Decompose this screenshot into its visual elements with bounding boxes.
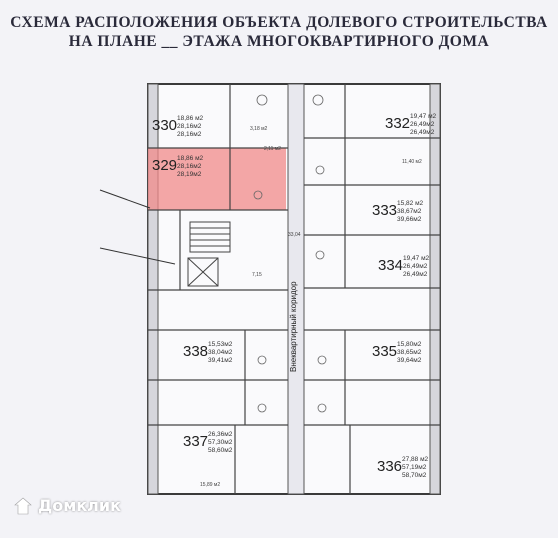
corridor-label: Внеквартирный коридор [289,281,298,372]
misc-label-5: 2,11 м2 [264,146,281,152]
misc-label-2: 7,15 [252,272,262,278]
watermark-text: Домклик [38,496,121,515]
apartment-number: 332 [385,115,410,132]
plan-title-line2: НА ПЛАНЕ __ ЭТАЖА МНОГОКВАРТИРНОГО ДОМА [68,33,490,50]
apartment-area: 39,66м2 [397,216,422,223]
domclick-logo-icon [14,497,32,514]
apartment-area: 28,16м2 [177,131,202,138]
apartment-area: 26,49м2 [410,121,435,128]
apartment-area: 28,16м2 [177,123,202,130]
apartment-area: 39,41м2 [208,357,233,364]
apartment-area: 26,49м2 [403,263,428,270]
apartment-area: 38,04м2 [208,349,233,356]
misc-label-6: 15,89 м2 [200,482,220,488]
apartment-area: 28,16м2 [177,163,202,170]
misc-label-1: 33,04 [288,232,301,238]
apartment-area: 28,19м2 [177,171,202,178]
apartment-329-highlight [148,148,286,210]
apartment-number: 337 [183,433,208,450]
misc-label-3: 11,40 м2 [402,159,422,165]
apartment-area: 57,30м2 [208,439,233,446]
apartment-number: 336 [377,458,402,475]
apartment-area: 26,49м2 [410,129,435,136]
apartment-area: 18,86 м2 [177,155,204,162]
apartment-area: 58,60м2 [208,447,233,454]
apartment-number: 333 [372,202,397,219]
apartment-area: 38,67м2 [397,208,422,215]
apartment-number: 335 [372,343,397,360]
apartment-number: 338 [183,343,208,360]
apartment-number: 334 [378,257,403,274]
apartment-area: 38,65м2 [397,349,422,356]
apartment-number: 330 [152,117,177,134]
apartment-area: 39,64м2 [397,357,422,364]
watermark: Домклик [14,496,121,515]
apartment-area: 58,70м2 [402,472,427,479]
apartment-area: 57,19м2 [402,464,427,471]
misc-label-4: 3,18 м2 [250,126,268,132]
apartment-area: 15,80м2 [397,341,422,348]
apartment-area: 19,47 м2 [410,113,437,120]
apartment-area: 26,36м2 [208,431,233,438]
plan-title-line1: СХЕМА РАСПОЛОЖЕНИЯ ОБЪЕКТА ДОЛЕВОГО СТРО… [10,14,548,31]
apartment-number: 329 [152,157,177,174]
apartment-area: 19,47 м2 [403,255,430,262]
apartment-area: 15,82 м2 [397,200,424,207]
apartment-area: 18,86 м2 [177,115,204,122]
apartment-area: 15,53м2 [208,341,233,348]
apartment-area: 26,49м2 [403,271,428,278]
apartment-area: 27,88 м2 [402,456,429,463]
